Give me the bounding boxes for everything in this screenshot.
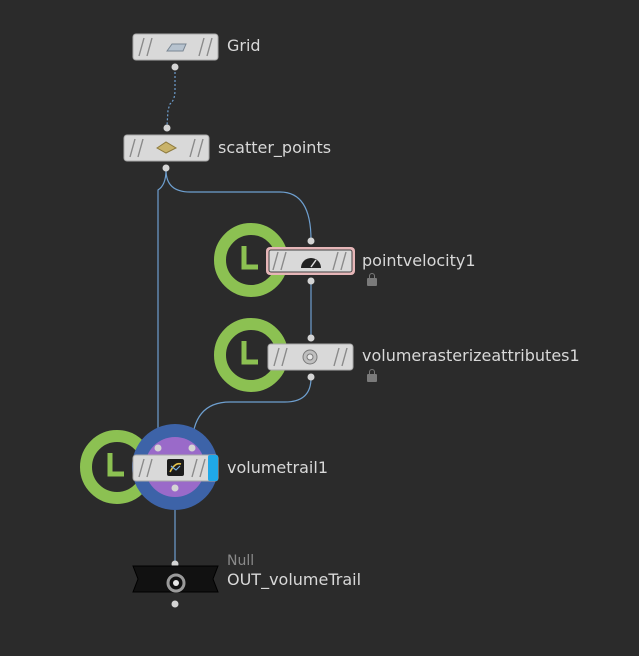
lock-icon	[367, 273, 377, 286]
output-connector[interactable]	[162, 164, 170, 172]
output-connector[interactable]	[171, 63, 179, 71]
node-type-null: Null	[227, 553, 255, 569]
output-connector[interactable]	[171, 600, 179, 608]
wire-scatter-to-volumetrail	[157, 169, 167, 448]
input-connector[interactable]	[188, 444, 196, 452]
wire-rasterize-to-volumetrail	[191, 377, 312, 449]
wire-grid-to-scatter	[166, 68, 176, 127]
display-flag[interactable]	[208, 455, 218, 481]
output-connector[interactable]	[307, 373, 315, 381]
node-label-scatter-points[interactable]: scatter_points	[218, 138, 332, 157]
scatter-icon	[156, 141, 178, 154]
node-scatter-points[interactable]	[123, 124, 210, 172]
output-connector[interactable]	[171, 484, 179, 492]
null-ring-icon	[166, 573, 186, 593]
input-connector[interactable]	[307, 237, 315, 245]
volume-rasterize-icon	[302, 349, 318, 365]
node-label-grid[interactable]: Grid	[227, 36, 261, 55]
node-label-volumetrail[interactable]: volumetrail1	[227, 458, 328, 477]
output-connector[interactable]	[307, 277, 315, 285]
input-connector[interactable]	[163, 124, 171, 132]
input-connector[interactable]	[307, 334, 315, 342]
speedometer-icon	[301, 258, 321, 268]
node-grid[interactable]	[132, 33, 219, 71]
node-volumerasterizeattributes[interactable]	[214, 318, 354, 392]
node-label-volumerasterizeattributes[interactable]: volumerasterizeattributes1	[362, 346, 580, 365]
input-connector[interactable]	[154, 444, 162, 452]
wire-scatter-to-pointvelocity	[165, 169, 312, 241]
node-label-pointvelocity[interactable]: pointvelocity1	[362, 251, 476, 270]
node-null[interactable]	[132, 560, 219, 608]
node-label-null[interactable]: OUT_volumeTrail	[227, 570, 362, 589]
node-volumetrail[interactable]	[80, 424, 219, 510]
volume-trail-icon	[167, 459, 184, 476]
lock-icon	[367, 369, 377, 382]
clock-icon	[107, 453, 124, 477]
node-pointvelocity[interactable]	[214, 223, 355, 297]
clock-icon	[241, 341, 258, 365]
grid-icon	[166, 43, 187, 52]
clock-icon	[241, 246, 258, 270]
